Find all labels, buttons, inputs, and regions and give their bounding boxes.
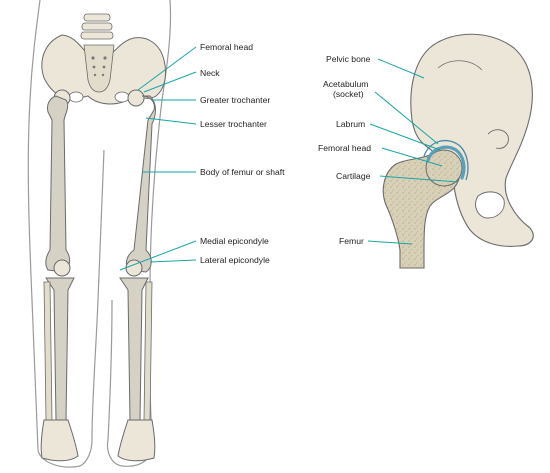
foot-left bbox=[40, 419, 79, 462]
leader-acetabulum bbox=[374, 91, 439, 145]
leader-lateral-epicondyle bbox=[149, 259, 197, 263]
sacrum bbox=[83, 44, 115, 93]
leader-pelvic-bone bbox=[377, 58, 425, 79]
right-labels: Pelvic bone Acetabulum (socket) Labrum F… bbox=[318, 54, 371, 246]
leader-medial-epicondyle bbox=[119, 240, 197, 271]
label-acetabulum: Acetabulum bbox=[323, 79, 368, 89]
label-femur-shaft: Body of femur or shaft bbox=[200, 167, 285, 177]
leader-femur bbox=[367, 240, 413, 245]
label-greater-trochanter: Greater trochanter bbox=[200, 95, 270, 105]
leader-labrum bbox=[369, 123, 441, 151]
right-leader-lines bbox=[367, 58, 459, 245]
label-lesser-trochanter: Lesser trochanter bbox=[200, 119, 267, 129]
label-acetabulum-socket: (socket) bbox=[333, 89, 364, 99]
leader-lesser-trochanter bbox=[145, 117, 197, 125]
ischial-notch bbox=[487, 129, 509, 149]
lower-leg-left bbox=[43, 277, 75, 421]
left-leader-lines bbox=[119, 46, 197, 271]
labrum-shape bbox=[423, 139, 469, 181]
leader-cartilage bbox=[379, 175, 459, 183]
femoral-head-detail-shape bbox=[425, 149, 463, 187]
leader-femoral-head-detail bbox=[381, 147, 443, 167]
label-cartilage: Cartilage bbox=[336, 171, 371, 181]
label-medial-epicondyle: Medial epicondyle bbox=[200, 236, 269, 246]
left-labels: Femoral head Neck Greater trochanter Les… bbox=[200, 42, 285, 265]
obturator-foramen bbox=[475, 191, 505, 219]
femur-left bbox=[45, 89, 71, 273]
lower-leg-right bbox=[119, 277, 153, 421]
pelvic-bone-shape bbox=[410, 33, 534, 247]
foot-right bbox=[117, 419, 156, 462]
obturator-left bbox=[68, 91, 84, 103]
label-labrum: Labrum bbox=[336, 119, 365, 129]
leader-femoral-head bbox=[137, 46, 197, 91]
obturator-right bbox=[114, 91, 130, 103]
iliac-crest-detail bbox=[437, 60, 483, 71]
leader-neck bbox=[143, 71, 197, 93]
label-lateral-epicondyle: Lateral epicondyle bbox=[200, 255, 270, 265]
patella-left bbox=[53, 259, 71, 277]
label-femur: Femur bbox=[339, 236, 364, 246]
label-femoral-head-detail: Femoral head bbox=[318, 143, 371, 153]
sacral-foramina bbox=[91, 56, 107, 77]
label-pelvic-bone: Pelvic bone bbox=[326, 54, 371, 64]
cartilage-shape bbox=[426, 145, 466, 180]
leg-skeleton-figure bbox=[27, 0, 172, 468]
spine-vertebrae bbox=[80, 13, 114, 40]
label-neck: Neck bbox=[200, 68, 220, 78]
label-femoral-head: Femoral head bbox=[200, 42, 253, 52]
hip-joint-detail bbox=[382, 33, 534, 269]
